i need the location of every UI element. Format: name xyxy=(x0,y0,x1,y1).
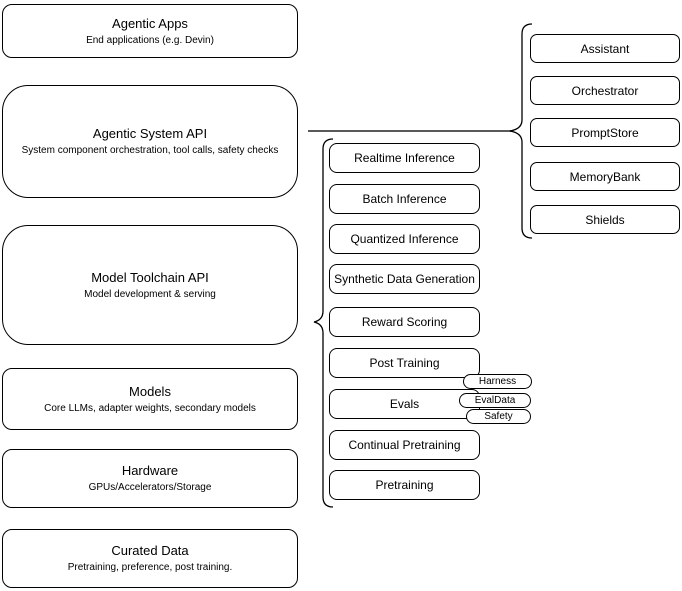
node-reward-scoring: Reward Scoring xyxy=(329,307,480,337)
node-label: MemoryBank xyxy=(569,169,641,184)
node-continual-pretraining: Continual Pretraining xyxy=(329,430,480,460)
node-realtime-inference: Realtime Inference xyxy=(329,143,480,173)
node-curated-data: Curated Data Pretraining, preference, po… xyxy=(2,529,298,588)
node-label: Pretraining xyxy=(375,478,434,492)
eval-tag-safety: Safety xyxy=(466,409,531,424)
node-pretraining: Pretraining xyxy=(329,470,480,500)
node-evals: Evals xyxy=(329,389,480,419)
node-label: Batch Inference xyxy=(362,192,447,206)
node-subtitle: Pretraining, preference, post training. xyxy=(67,562,233,573)
pill-label: Harness xyxy=(478,376,517,387)
node-title: Agentic System API xyxy=(92,126,208,141)
node-label: Orchestrator xyxy=(571,83,639,98)
node-subtitle: Core LLMs, adapter weights, secondary mo… xyxy=(44,402,256,414)
node-quantized-inference: Quantized Inference xyxy=(329,224,480,254)
node-models: Models Core LLMs, adapter weights, secon… xyxy=(2,368,298,430)
node-synthetic-data-generation: Synthetic Data Generation xyxy=(329,264,480,294)
node-agentic-system-api: Agentic System API System component orch… xyxy=(2,85,298,198)
node-subtitle: Model development & serving xyxy=(84,288,216,300)
node-label: Evals xyxy=(389,397,420,411)
node-title: Agentic Apps xyxy=(112,15,188,31)
node-model-toolchain-api: Model Toolchain API Model development & … xyxy=(2,225,298,345)
node-subtitle: GPUs/Accelerators/Storage xyxy=(88,482,212,493)
node-title: Model Toolchain API xyxy=(91,269,209,285)
node-hardware: Hardware GPUs/Accelerators/Storage xyxy=(2,449,298,508)
node-label: Quantized Inference xyxy=(350,232,459,246)
node-label: Shields xyxy=(585,212,625,227)
node-label: Assistant xyxy=(580,41,630,56)
eval-tag-evaldata: EvalData xyxy=(459,393,531,408)
node-assistant: Assistant xyxy=(530,34,680,63)
node-orchestrator: Orchestrator xyxy=(530,76,680,105)
pill-label: Safety xyxy=(484,411,513,422)
node-label: PromptStore xyxy=(571,125,639,140)
node-title: Hardware xyxy=(121,463,179,478)
node-title: Curated Data xyxy=(111,543,189,558)
node-batch-inference: Batch Inference xyxy=(329,184,480,214)
node-label: Realtime Inference xyxy=(354,151,455,165)
node-title: Models xyxy=(129,383,171,399)
node-agentic-apps: Agentic Apps End applications (e.g. Devi… xyxy=(2,4,298,58)
node-promptstore: PromptStore xyxy=(530,118,680,147)
node-subtitle: End applications (e.g. Devin) xyxy=(86,34,214,46)
node-shields: Shields xyxy=(530,205,680,234)
node-post-training: Post Training xyxy=(329,348,480,378)
node-label: Continual Pretraining xyxy=(348,438,461,452)
eval-tag-harness: Harness xyxy=(463,374,532,389)
node-label: Reward Scoring xyxy=(361,315,448,329)
node-label: Post Training xyxy=(369,356,440,370)
node-label: Synthetic Data Generation xyxy=(334,272,475,286)
node-subtitle: System component orchestration, tool cal… xyxy=(21,145,279,156)
node-memorybank: MemoryBank xyxy=(530,162,680,191)
pill-label: EvalData xyxy=(474,395,516,406)
components-curly-brace xyxy=(509,23,533,239)
